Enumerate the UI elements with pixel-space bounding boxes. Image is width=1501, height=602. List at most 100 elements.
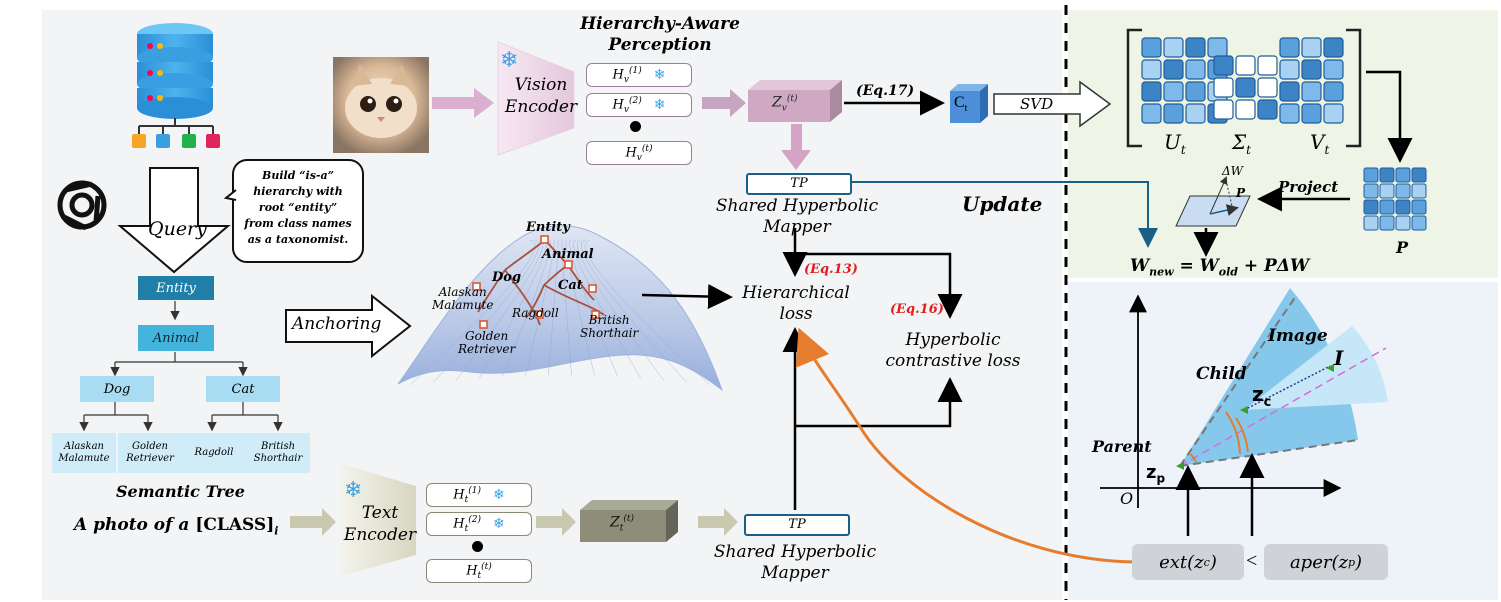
sigma-label: Σt [1232,130,1251,157]
p-small-label: P [1236,186,1246,200]
update-line [850,181,1158,248]
less-than-label: < [1246,550,1258,572]
tree-leaf-ragdoll: Ragdoll [182,433,246,473]
delta-w-label: ΔW [1222,164,1243,178]
ht-label-3: Ht(t) [466,561,492,581]
snowflake-icon: ❄ [653,97,666,113]
zt-label: Zt(t) [610,514,634,534]
vision-encoder-label: Vision Encoder [504,74,578,118]
ht-box-3: Ht(t) [426,559,532,583]
v-label: Vt [1310,130,1330,157]
ct-label: Ct [954,94,968,115]
w-new-formula: Wnew = Wold + PΔW [1130,256,1310,279]
ellipsis-dot-icon [630,121,641,132]
cone-child-label: Child [1196,364,1247,384]
vision-encoder-shape [497,41,575,156]
tp-top-label: TP [790,176,808,191]
snowflake-icon: ❄ [344,478,363,503]
prompt-line-4: from class names [244,217,352,230]
cone-i-label: I [1334,346,1344,370]
prompt-line-5: as a taxonomist. [247,233,349,246]
tp-bottom-label: TP [788,517,806,532]
ht-label-2: Ht(2) [453,514,481,534]
hv-box-3: Hv(t) [586,141,692,165]
update-label: Update [962,192,1043,216]
photo-prompt: A photo of a [CLASS]i [74,515,279,538]
query-label: Query [148,218,207,240]
mapper-top-line1: Shared Hyperbolic [715,196,879,216]
contrastive-loss: Hyperbolic contrastive loss [868,330,1038,372]
cone-zc-label: zc [1252,382,1272,410]
p-label: P [1396,238,1409,257]
cone-image-label: Image [1268,326,1328,346]
mapper-top-line2: Mapper [763,217,831,237]
svd-matrix-grids [1141,37,1344,124]
hyp-cat: Cat [558,278,583,293]
hyperbolic-surface [397,225,724,392]
hv-box-2: Hv(2) ❄ [586,93,692,117]
hv-label-1: Hv(1) [612,65,642,85]
contrast-line1: Hyperbolic [905,330,1001,350]
hierarchy-aware-line1: Hierarchy-Aware [580,14,740,34]
project-label: Project [1278,178,1339,196]
snowflake-icon: ❄ [492,516,505,532]
hyp-entity: Entity [526,220,570,235]
cat-image [333,57,429,153]
text-encoder-line2: Encoder [343,525,417,545]
snowflake-icon: ❄ [653,67,666,83]
hierarchy-aware-line2: Perception [608,35,712,55]
hv-label-3: Hv(t) [625,143,653,163]
ht-box-2: Ht(2) ❄ [426,512,532,536]
hyp-animal: Animal [542,247,594,262]
query-arrow [117,167,231,274]
tree-node-cat: Cat [206,376,280,402]
hv-box-1: Hv(1) ❄ [586,63,692,87]
cone-parent-label: Parent [1092,437,1152,456]
prompt-line-3: root “entity” [258,201,338,214]
svd-label: SVD [1020,95,1054,113]
mapper-bottom-label: Shared Hyperbolic Mapper [710,542,880,584]
hyp-dog: Dog [492,270,522,285]
hierarchical-loss: Hierarchical loss [736,283,856,325]
p-matrix-grid [1363,167,1427,231]
text-encoder-shape [342,464,416,576]
semantic-tree-label: Semantic Tree [116,482,245,501]
snowflake-icon: ❄ [500,48,519,73]
anchoring-label: Anchoring [292,314,382,334]
mapper-bottom-line2: Mapper [761,563,829,583]
prompt-line-2: hierarchy with [253,185,343,198]
mapper-top-label: Shared Hyperbolic Mapper [712,196,882,238]
tree-node-entity: Entity [138,276,214,300]
tree-node-dog: Dog [80,376,154,402]
eq17-label: (Eq.17) [856,83,915,99]
contrast-line2: contrastive loss [885,351,1021,371]
cone-origin-label: O [1120,489,1134,508]
ht-label-1: Ht(1) [453,485,481,505]
tree-node-animal: Animal [138,325,214,351]
hierarchy-aware-title: Hierarchy-Aware Perception [570,14,750,56]
eq13-label: (Eq.13) [804,262,858,277]
cone-zp-label: zp [1146,462,1166,486]
zt-block [580,500,678,542]
database-icon [132,23,220,148]
ct-block [950,84,988,123]
mapper-bottom-line1: Shared Hyperbolic [713,542,877,562]
anchoring-arrow [285,293,412,359]
tp-top-box: TP [746,173,852,195]
hier-line1: Hierarchical [742,283,850,303]
cone-diagram [1100,288,1388,536]
projection-plane [1175,176,1251,227]
ht-box-1: Ht(1) ❄ [426,483,532,507]
hv-label-2: Hv(2) [612,95,642,115]
prompt-text: Build “is-a” hierarchy with root “entity… [236,168,360,248]
hier-line2: loss [779,304,813,324]
llm-logo-icon [57,180,107,231]
zv-label: Zv(t) [772,94,798,114]
